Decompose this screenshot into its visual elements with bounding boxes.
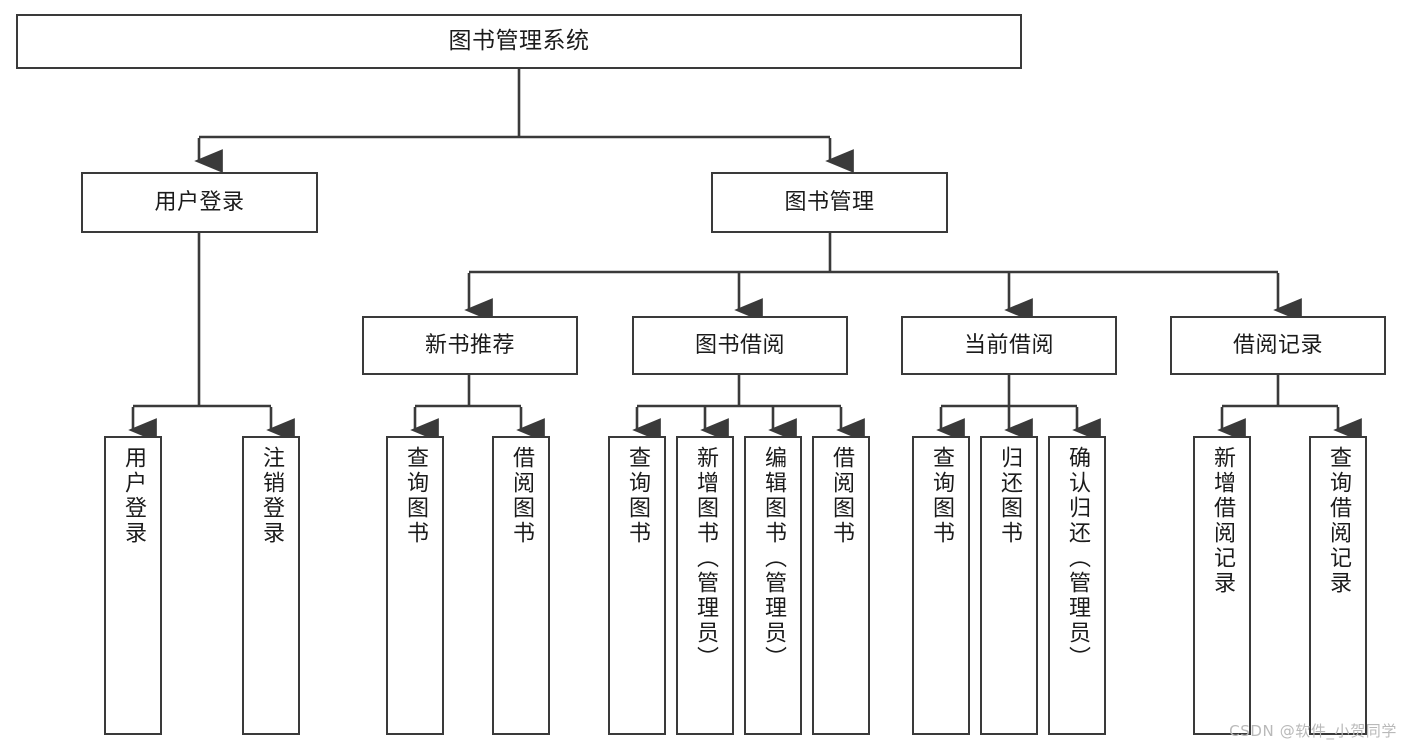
node-label: 编辑图书（管理员） (761, 446, 786, 671)
leaf-add-borrow-record[interactable]: 新增借阅记录 (1193, 436, 1251, 735)
node-label: 归还图书 (997, 446, 1022, 546)
node-label: 新书推荐 (424, 332, 515, 358)
leaf-return-book[interactable]: 归还图书 (980, 436, 1038, 735)
leaf-borrow-book-recommend[interactable]: 借阅图书 (492, 436, 550, 735)
node-label: 用户登录 (121, 446, 146, 546)
node-book-management[interactable]: 图书管理 (711, 172, 948, 233)
node-label: 图书管理 (784, 189, 875, 215)
node-book-borrow[interactable]: 图书借阅 (632, 316, 848, 375)
node-label: 借阅图书 (829, 446, 854, 546)
leaf-confirm-return-admin[interactable]: 确认归还（管理员） (1048, 436, 1106, 735)
node-label: 当前借阅 (963, 332, 1054, 358)
leaf-borrow-book[interactable]: 借阅图书 (812, 436, 870, 735)
leaf-query-book-recommend[interactable]: 查询图书 (386, 436, 444, 735)
leaf-user-login[interactable]: 用户登录 (104, 436, 162, 735)
node-current-borrow[interactable]: 当前借阅 (901, 316, 1117, 375)
leaf-query-book-borrow[interactable]: 查询图书 (608, 436, 666, 735)
node-label: 借阅图书 (509, 446, 534, 546)
node-label: 查询图书 (929, 446, 954, 546)
node-label: 查询图书 (625, 446, 650, 546)
leaf-query-borrow-record[interactable]: 查询借阅记录 (1309, 436, 1367, 735)
leaf-edit-book-admin[interactable]: 编辑图书（管理员） (744, 436, 802, 735)
node-label: 用户登录 (154, 189, 245, 215)
node-user-login[interactable]: 用户登录 (81, 172, 318, 233)
node-label: 查询图书 (403, 446, 428, 546)
node-new-book-recommend[interactable]: 新书推荐 (362, 316, 578, 375)
node-label: 新增图书（管理员） (693, 446, 718, 671)
node-borrow-record[interactable]: 借阅记录 (1170, 316, 1386, 375)
leaf-logout-login[interactable]: 注销登录 (242, 436, 300, 735)
node-label: 新增借阅记录 (1210, 446, 1235, 596)
node-label: 图书管理系统 (448, 27, 590, 54)
node-root-book-management-system[interactable]: 图书管理系统 (16, 14, 1022, 69)
node-label: 注销登录 (259, 446, 284, 546)
leaf-add-book-admin[interactable]: 新增图书（管理员） (676, 436, 734, 735)
csdn-watermark: CSDN @软件_小贺同学 (1229, 722, 1397, 740)
node-label: 查询借阅记录 (1326, 446, 1351, 596)
leaf-query-book-current[interactable]: 查询图书 (912, 436, 970, 735)
node-label: 图书借阅 (694, 332, 785, 358)
node-label: 确认归还（管理员） (1065, 446, 1090, 671)
node-label: 借阅记录 (1232, 332, 1323, 358)
